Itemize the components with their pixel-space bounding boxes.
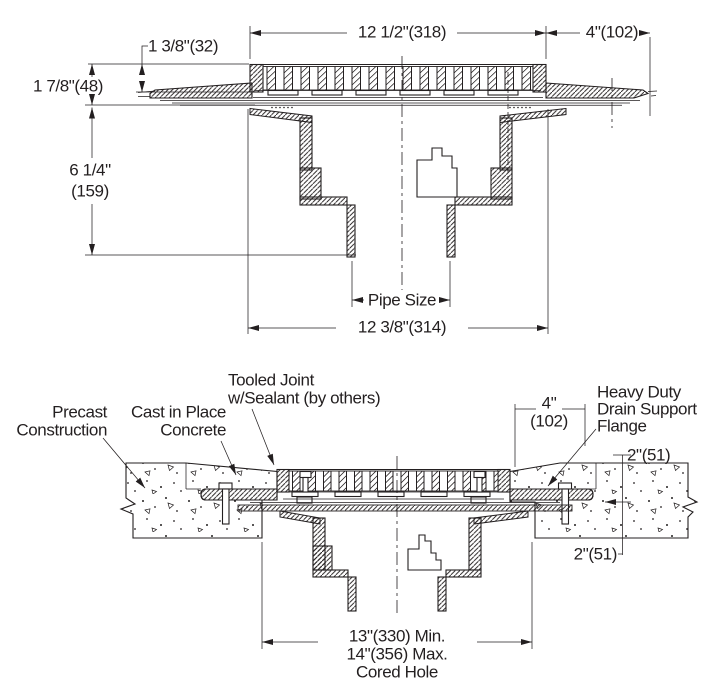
precast-label-1: Precast [52, 403, 108, 422]
dim-flange-ext-section-text-2: (102) [530, 412, 568, 431]
flange-right-wing [545, 78, 658, 128]
dim-slab-above-text: 2"(51) [627, 446, 670, 465]
dim-flange-extension-text: 4"(102) [586, 23, 638, 42]
dim-grate-thickness-text: 1 3/8"(32) [148, 37, 218, 56]
drain-support-flange [200, 488, 594, 501]
drain-body-section-view [312, 517, 482, 578]
grate-clamp-bolt-right [470, 470, 487, 504]
dim-slab-below-text: 2"(51) [574, 545, 617, 564]
tooled-joint-label-2: w/Sealant (by others) [227, 389, 380, 408]
gasket-dots [271, 106, 531, 109]
precast-label-2: Construction [16, 421, 107, 440]
anchor-bolt-left [218, 482, 233, 525]
internal-dome-detail [416, 147, 458, 198]
cip-label-1: Cast in Place [131, 403, 226, 422]
dim-cored-hole-text-2: 14"(356) Max. [347, 645, 448, 664]
dim-body-width: 12 3/8"(314) [247, 109, 549, 337]
flashing-clamp [237, 498, 573, 525]
dim-overall-depth-text-1: 6 1/4" [69, 161, 111, 180]
outlet-pipe-top-view [346, 204, 456, 258]
dim-slab-below-flange: 2"(51) [574, 537, 631, 564]
top-view: 12 1/2"(318) 4"(102) 1 3/8"(32) 1 7/8"(4… [33, 23, 658, 337]
deck-membrane [160, 100, 640, 109]
grate-bars [262, 66, 534, 91]
internal-dome-detail-section [407, 534, 442, 571]
grate-end-right [532, 63, 547, 93]
dim-pipe-size: Pipe Size [351, 261, 451, 310]
pipe-size-label: Pipe Size [368, 291, 436, 310]
dim-grate-thickness: 1 3/8"(32) [136, 37, 250, 93]
dim-flange-extension-section: 4" (102) [514, 394, 586, 467]
drain-body-top-view [299, 72, 513, 206]
dim-overall-depth: 6 1/4" (159) [69, 107, 356, 256]
dim-overall-depth-text-2: (159) [71, 182, 109, 201]
dim-cored-hole-text-1: 13"(330) Min. [349, 627, 445, 646]
label-tooled-joint: Tooled Joint w/Sealant (by others) [227, 371, 381, 466]
support-flange-label-2: Drain Support [597, 400, 697, 419]
tooled-joint-label-1: Tooled Joint [228, 371, 315, 390]
grate-top-view [249, 63, 547, 98]
dim-rim-height-text: 1 7/8"(48) [33, 77, 103, 96]
dim-rim-height: 1 7/8"(48) [33, 63, 255, 106]
dim-body-width-text: 12 3/8"(314) [358, 318, 446, 337]
support-flange-label-1: Heavy Duty [597, 383, 682, 402]
outlet-pipe-section-view [347, 576, 447, 612]
flange-left-wing [137, 82, 253, 99]
clamp-collar [249, 107, 567, 124]
grate-clamp-bolt-left [296, 470, 313, 504]
precast-slab-left [119, 462, 278, 539]
dim-grate-width-text: 12 1/2"(318) [358, 23, 446, 42]
dim-cored-hole-text-3: Cored Hole [356, 663, 438, 682]
support-flange-label-3: Flange [597, 417, 647, 436]
cip-label-2: Concrete [160, 421, 226, 440]
dim-cored-hole: 13"(330) Min. 14"(356) Max. Cored Hole [261, 542, 533, 682]
label-cast-in-place: Cast in Place Concrete [131, 403, 237, 476]
dim-grate-width: 12 1/2"(318) [249, 23, 547, 59]
grate-section-view [276, 468, 511, 498]
section-view: Precast Construction Cast in Place Concr… [16, 371, 699, 682]
dim-flange-ext-section-text-1: 4" [542, 394, 557, 413]
dim-flange-extension: 4"(102) [546, 23, 651, 116]
label-precast-construction: Precast Construction [16, 403, 146, 489]
label-support-flange: Heavy Duty Drain Support Flange [547, 383, 698, 487]
